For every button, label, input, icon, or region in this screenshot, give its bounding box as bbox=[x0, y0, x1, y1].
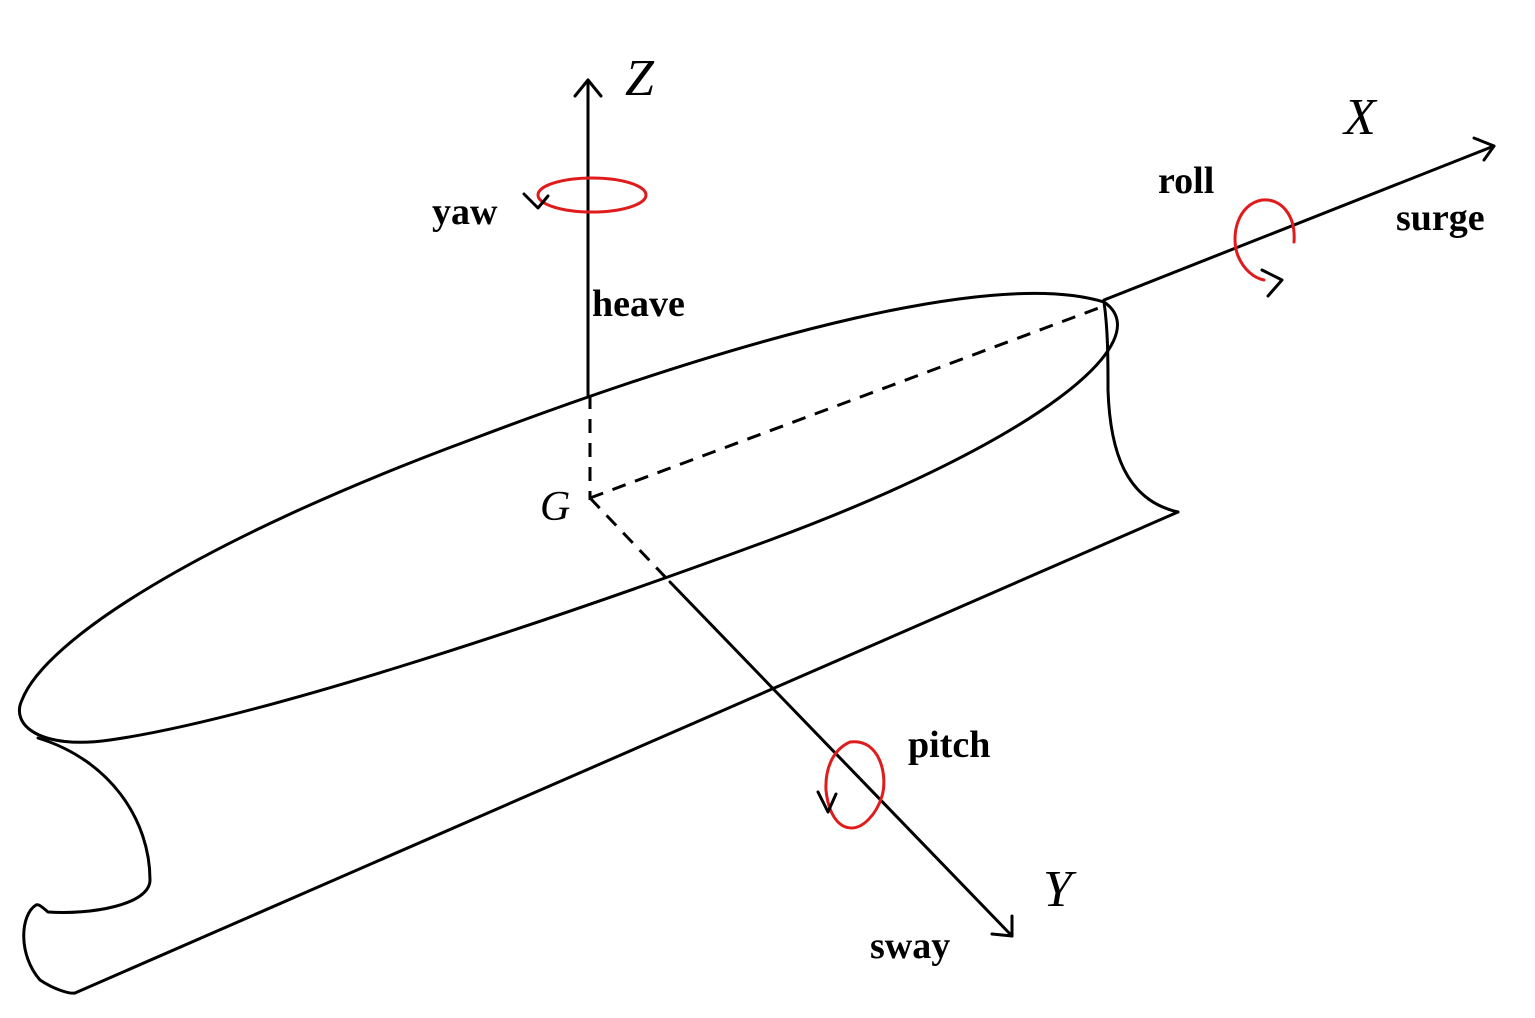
y-axis bbox=[668, 580, 1014, 938]
yaw-arrow bbox=[536, 176, 648, 214]
heave-label: heave bbox=[592, 283, 685, 325]
roll-label: roll bbox=[1158, 160, 1214, 202]
hull-keel-line bbox=[73, 510, 1180, 995]
x-axis-hidden-segment bbox=[589, 304, 1105, 500]
y-axis-line bbox=[668, 580, 1014, 938]
pitch-rotation bbox=[816, 740, 886, 830]
origin-label: G bbox=[540, 484, 570, 530]
surge-label: surge bbox=[1396, 197, 1485, 239]
y-axis-arrowhead bbox=[990, 914, 1014, 938]
x-axis-arrowhead bbox=[1472, 136, 1496, 162]
hull-deck-outline bbox=[17, 291, 1119, 744]
sway-label: sway bbox=[870, 925, 950, 967]
x-axis-label: X bbox=[1342, 89, 1378, 146]
hull-stern-profile bbox=[1102, 300, 1180, 514]
pitch-arrow bbox=[824, 740, 886, 830]
roll-arrowhead bbox=[1260, 268, 1284, 298]
pitch-arrowhead bbox=[816, 790, 838, 814]
yaw-label: yaw bbox=[432, 191, 498, 233]
y-axis-label: Y bbox=[1043, 861, 1077, 918]
yaw-arrowhead bbox=[522, 192, 550, 210]
z-axis-arrowhead bbox=[573, 78, 603, 98]
z-axis bbox=[573, 78, 603, 397]
z-axis-label: Z bbox=[625, 50, 655, 107]
roll-arrow bbox=[1233, 198, 1296, 282]
x-axis bbox=[1102, 136, 1496, 302]
pitch-label: pitch bbox=[908, 724, 990, 766]
ship-hull bbox=[17, 291, 1180, 995]
x-axis-line bbox=[1102, 144, 1496, 302]
hidden-axis-segments bbox=[588, 304, 1105, 584]
yaw-rotation bbox=[522, 176, 648, 214]
roll-rotation bbox=[1233, 198, 1296, 298]
y-axis-hidden-segment bbox=[588, 496, 672, 584]
hull-bow-profile bbox=[22, 736, 152, 995]
